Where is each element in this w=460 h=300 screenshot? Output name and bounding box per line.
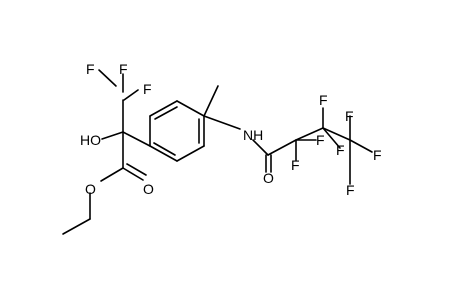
atom-labels: F F F HO O O NH O F F F F F F F xyxy=(80,61,382,198)
bond-ch2-ch3 xyxy=(62,218,91,235)
bond-cf2-cf3 xyxy=(322,127,351,141)
bond-nh-carbonyl xyxy=(252,139,269,156)
atom-label-o-amide: O xyxy=(263,170,274,186)
bond-ring-methyl xyxy=(203,85,219,117)
atom-label-f-cf2-top: F xyxy=(316,132,325,148)
bonds xyxy=(62,69,373,235)
bond-f-cf3-right xyxy=(123,89,139,101)
atom-label-nh: NH xyxy=(243,127,263,143)
bond-ester-ether xyxy=(100,167,124,182)
atom-label-o-ester-carbonyl: O xyxy=(143,181,154,197)
atom-label-f-top-mid: F xyxy=(119,61,128,77)
atom-label-f-mid-top: F xyxy=(319,92,328,108)
atom-label-f-end-bottom: F xyxy=(346,182,355,198)
bond-quaternary-ring xyxy=(122,131,151,147)
bond-carbonyl-cf2 xyxy=(267,139,297,156)
bond-ring-nh xyxy=(203,115,241,130)
bond-ring-2-inner xyxy=(154,106,178,120)
bond-ho-quaternary xyxy=(101,131,124,140)
bond-ring-6-inner xyxy=(153,142,176,156)
bond-cf2-cf2 xyxy=(295,127,324,141)
atom-label-f-cf2-bottom: F xyxy=(291,157,300,173)
atom-label-f-top-right: F xyxy=(143,81,152,97)
atom-label-f-top-left: F xyxy=(86,61,95,77)
bond-ester-carbonyl-a xyxy=(122,167,144,181)
bond-cf2b-f-bottom xyxy=(322,127,341,149)
bond-cf3-f-right xyxy=(349,139,373,153)
atom-label-f-end-top: F xyxy=(345,108,354,124)
bond-ring-3 xyxy=(176,100,205,117)
atom-label-ho: HO xyxy=(80,132,101,148)
bond-ring-5 xyxy=(176,145,205,162)
bond-ring-2 xyxy=(149,100,178,117)
bond-ring-6 xyxy=(149,145,178,162)
atom-label-f-end-right: F xyxy=(373,147,382,163)
bond-f-cf3-left xyxy=(98,69,117,87)
bond-ester-carbonyl-b xyxy=(126,163,147,176)
atom-label-o-ester-ether: O xyxy=(85,181,96,197)
atom-label-f-mid-bottom: F xyxy=(336,142,345,158)
